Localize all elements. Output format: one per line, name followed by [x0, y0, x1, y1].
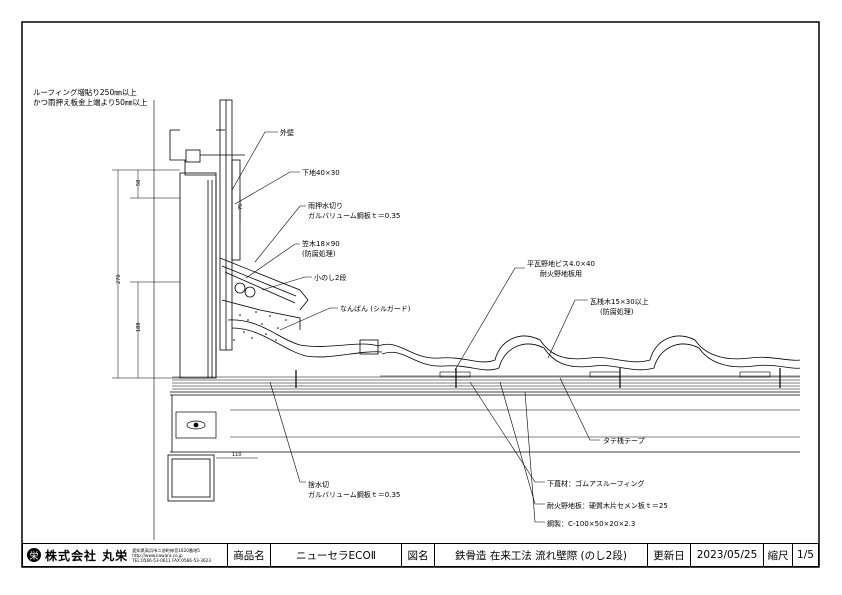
scale-value: 1/5 [797, 549, 814, 561]
label-screw-1: 平瓦野地ビス4.0×40 [527, 259, 595, 268]
label-batten-2: (防腐処理) [600, 307, 634, 316]
dim-58: 58 [136, 180, 142, 186]
label-noshi: 小のし2段 [314, 273, 346, 282]
label-tape: タテ桟テープ [603, 436, 645, 445]
roofing-note-line2: かつ雨押え板金上端より50㎜以上 [33, 97, 148, 107]
label-wall: 外壁 [280, 128, 294, 137]
sheet-border [21, 21, 820, 568]
company-tel: TEL:0566-53-0611 FAX:0566-53-3623 [132, 557, 211, 563]
label-screw-2: 耐火野地板用 [540, 269, 582, 278]
steel-channel [170, 391, 800, 453]
dim-75: 75 [238, 204, 244, 210]
label-batten-1: 瓦桟木15×30以上 [590, 297, 649, 306]
company-cell: 栄 株式会社 丸栄 愛知県高浜市二池町神宮1620番地5 http://www.… [23, 544, 228, 566]
label-sheathing: 耐火野地板：硬質木片セメン板ｔ＝25 [547, 501, 668, 510]
title-block: 栄 株式会社 丸栄 愛知県高浜市二池町神宮1620番地5 http://www.… [22, 543, 819, 567]
dimension-lines [112, 169, 258, 459]
dim-110: 110 [232, 452, 242, 458]
company-url: http://www.kawara.co.jp [132, 552, 183, 558]
scale-label: 縮尺 [764, 544, 793, 566]
drawing-label: 図名 [402, 544, 435, 566]
company-info: 愛知県高浜市二池町神宮1620番地5 http://www.kawara.co.… [132, 548, 211, 563]
company-logo-icon: 栄 [27, 548, 41, 562]
leader-lines [231, 131, 600, 523]
sheathing-layers [172, 376, 800, 390]
roof-tiles [377, 335, 801, 378]
label-steel: 鋼製：C-100×50×20×2.3 [547, 519, 635, 528]
nanban-mortar [233, 311, 287, 341]
label-base: 下地40×30 [302, 168, 340, 177]
updated-date: 2023/05/25 [691, 544, 764, 566]
company-name: 株式会社 丸栄 [45, 548, 129, 563]
flashing-detail [219, 257, 383, 358]
dim-270: 270 [116, 274, 122, 284]
dim-188: 188 [136, 322, 142, 332]
label-kasagi-2: (防腐処理) [302, 249, 336, 258]
label-kasagi-1: 笠木18×90 [302, 239, 340, 248]
product-label: 商品名 [228, 544, 271, 566]
label-underlay: 下葺材：ゴムアスルーフィング [547, 479, 644, 488]
company-address: 愛知県高浜市二池町神宮1620番地5 [132, 547, 200, 553]
updated-label: 更新日 [648, 544, 691, 566]
drawing-name: 鉄骨造 在来工法 流れ壁際 (のし2段) [435, 544, 648, 566]
label-flashing-2: ガルバリューム鋼板ｔ＝0.35 [308, 211, 400, 220]
label-flashing-1: 雨押水切り [308, 201, 343, 210]
label-drip-1: 捨水切 [308, 480, 329, 489]
wall-assembly [153, 99, 245, 540]
product-name: ニューセラECOⅡ [271, 544, 402, 566]
label-drip-2: ガルバリューム鋼板ｔ＝0.35 [308, 490, 400, 499]
screws [295, 368, 781, 388]
roofing-note-line1: ルーフィング増貼り250㎜以上 [33, 87, 137, 97]
label-nanban: なんばん (シルガード) [340, 304, 411, 313]
